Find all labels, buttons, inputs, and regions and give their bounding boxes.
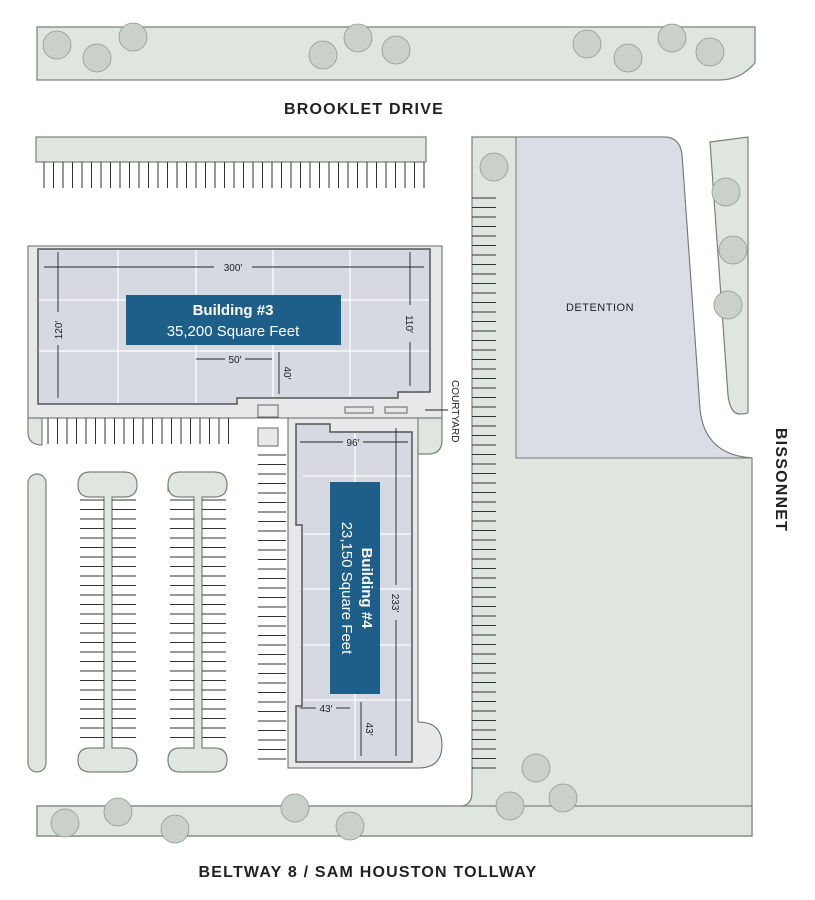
road-label-south: BELTWAY 8 / SAM HOUSTON TOLLWAY bbox=[199, 864, 538, 881]
road-label-north: BROOKLET DRIVE bbox=[284, 101, 444, 118]
tree-icon bbox=[160, 814, 190, 844]
tree-icon bbox=[572, 29, 602, 59]
building-4-notch-depth-dim: 43′ bbox=[363, 723, 374, 736]
tree-icon bbox=[713, 290, 743, 320]
parking-stripes-east bbox=[472, 197, 496, 769]
south-landscape bbox=[36, 805, 753, 837]
building-3-notch-depth-dim: 40′ bbox=[281, 367, 292, 380]
building-3-depth-right-dim: 110′ bbox=[403, 315, 414, 333]
tree-icon bbox=[548, 783, 578, 813]
tree-icon bbox=[118, 22, 148, 52]
tree-icon bbox=[695, 37, 725, 67]
parking-island-top bbox=[35, 136, 427, 163]
building-4-label-box bbox=[330, 482, 380, 694]
parking-stripes-lots bbox=[47, 418, 286, 760]
building-4-notch-width-dim: 43′ bbox=[320, 704, 333, 715]
tree-icon bbox=[711, 177, 741, 207]
courtyard-label: COURTYARD bbox=[449, 380, 460, 442]
detention-label: DETENTION bbox=[566, 302, 634, 314]
building-4-length-dim: 233′ bbox=[389, 594, 400, 613]
parking-island-corner bbox=[27, 417, 43, 446]
building-3-name: Building #3 bbox=[193, 302, 274, 319]
parking-island-west bbox=[27, 473, 47, 773]
building-4-area: 23,150 Square Feet bbox=[338, 522, 355, 655]
detention-pond bbox=[515, 136, 753, 459]
tree-icon bbox=[42, 30, 72, 60]
parking-stripes-top bbox=[43, 162, 425, 188]
tree-icon bbox=[343, 23, 373, 53]
tree-icon bbox=[280, 793, 310, 823]
tree-icon bbox=[308, 40, 338, 70]
building-3-depth-left-dim: 120′ bbox=[54, 321, 65, 340]
tree-icon bbox=[50, 808, 80, 838]
tree-icon bbox=[103, 797, 133, 827]
east-landscape-strip bbox=[709, 136, 749, 415]
tree-icon bbox=[718, 235, 748, 265]
parking-island-2 bbox=[167, 471, 228, 773]
building-4-width-dim: 96′ bbox=[347, 438, 360, 449]
tree-icon bbox=[335, 811, 365, 841]
building-3-notch-width-dim: 50′ bbox=[229, 355, 242, 366]
tree-icon bbox=[613, 43, 643, 73]
parking-island-1 bbox=[77, 471, 138, 773]
tree-icon bbox=[381, 35, 411, 65]
building-4-name: Building #4 bbox=[358, 548, 375, 629]
building-3-area: 35,200 Square Feet bbox=[167, 323, 300, 340]
tree-icon bbox=[495, 791, 525, 821]
tree-icon bbox=[657, 23, 687, 53]
tree-icon bbox=[521, 753, 551, 783]
parking-island-courtyard bbox=[417, 417, 443, 455]
road-label-east: BISSONNET bbox=[772, 428, 789, 532]
building-3-label-box bbox=[126, 295, 341, 345]
building-3-width-dim: 300′ bbox=[224, 263, 243, 274]
trees bbox=[42, 22, 748, 844]
tree-icon bbox=[82, 43, 112, 73]
tree-icon bbox=[479, 152, 509, 182]
